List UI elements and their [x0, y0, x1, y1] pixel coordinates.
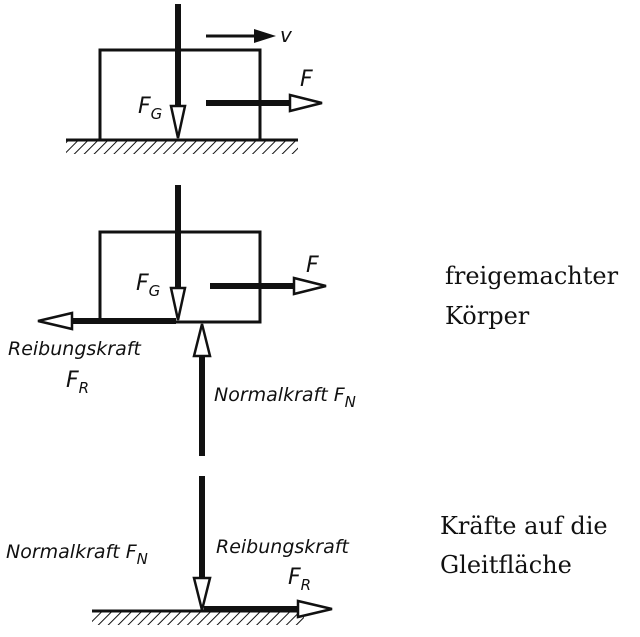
weight-label-middle: FG: [136, 271, 160, 300]
applied-force-label-middle: F: [306, 253, 319, 278]
friction-symbol-middle: FR: [66, 368, 89, 397]
friction-force-arrowhead-middle: [37, 311, 74, 331]
panel-top: v F FG: [66, 4, 323, 154]
velocity-label: v: [280, 23, 293, 47]
friction-force-arrowhead-bottom: [296, 599, 333, 619]
panel-bottom: Normalkraft FN Reibungskraft FR Kräfte a…: [6, 476, 608, 625]
caption-free-body-line2: Körper: [445, 302, 530, 330]
caption-free-body-line1: freigemachter: [445, 262, 619, 290]
weight-force-arrowhead-middle: [169, 286, 187, 321]
ground-hatch-bottom: [92, 611, 304, 625]
panel-middle: F FG Reibungskraft FR Normalkraft FN fre…: [8, 185, 619, 456]
normal-force-arrowhead-bottom: [192, 576, 212, 611]
weight-label-top: FG: [138, 94, 162, 123]
normal-label-middle: Normalkraft FN: [214, 384, 356, 411]
normal-label-bottom: Normalkraft FN: [6, 541, 148, 568]
applied-force-label-top: F: [300, 67, 313, 92]
normal-force-arrowhead-middle: [192, 323, 212, 358]
caption-surface-line1: Kräfte auf die: [440, 512, 608, 540]
velocity-arrowhead: [254, 29, 276, 43]
applied-force-arrowhead-middle: [292, 276, 327, 296]
applied-force-arrowhead-top: [288, 93, 323, 113]
friction-label-bottom: Reibungskraft: [216, 536, 350, 558]
friction-symbol-bottom: FR: [288, 565, 311, 594]
friction-label-middle: Reibungskraft: [8, 338, 142, 360]
caption-surface-line2: Gleitfläche: [440, 551, 572, 579]
weight-force-arrowhead-top: [169, 104, 187, 139]
ground-hatch-top: [66, 140, 298, 154]
